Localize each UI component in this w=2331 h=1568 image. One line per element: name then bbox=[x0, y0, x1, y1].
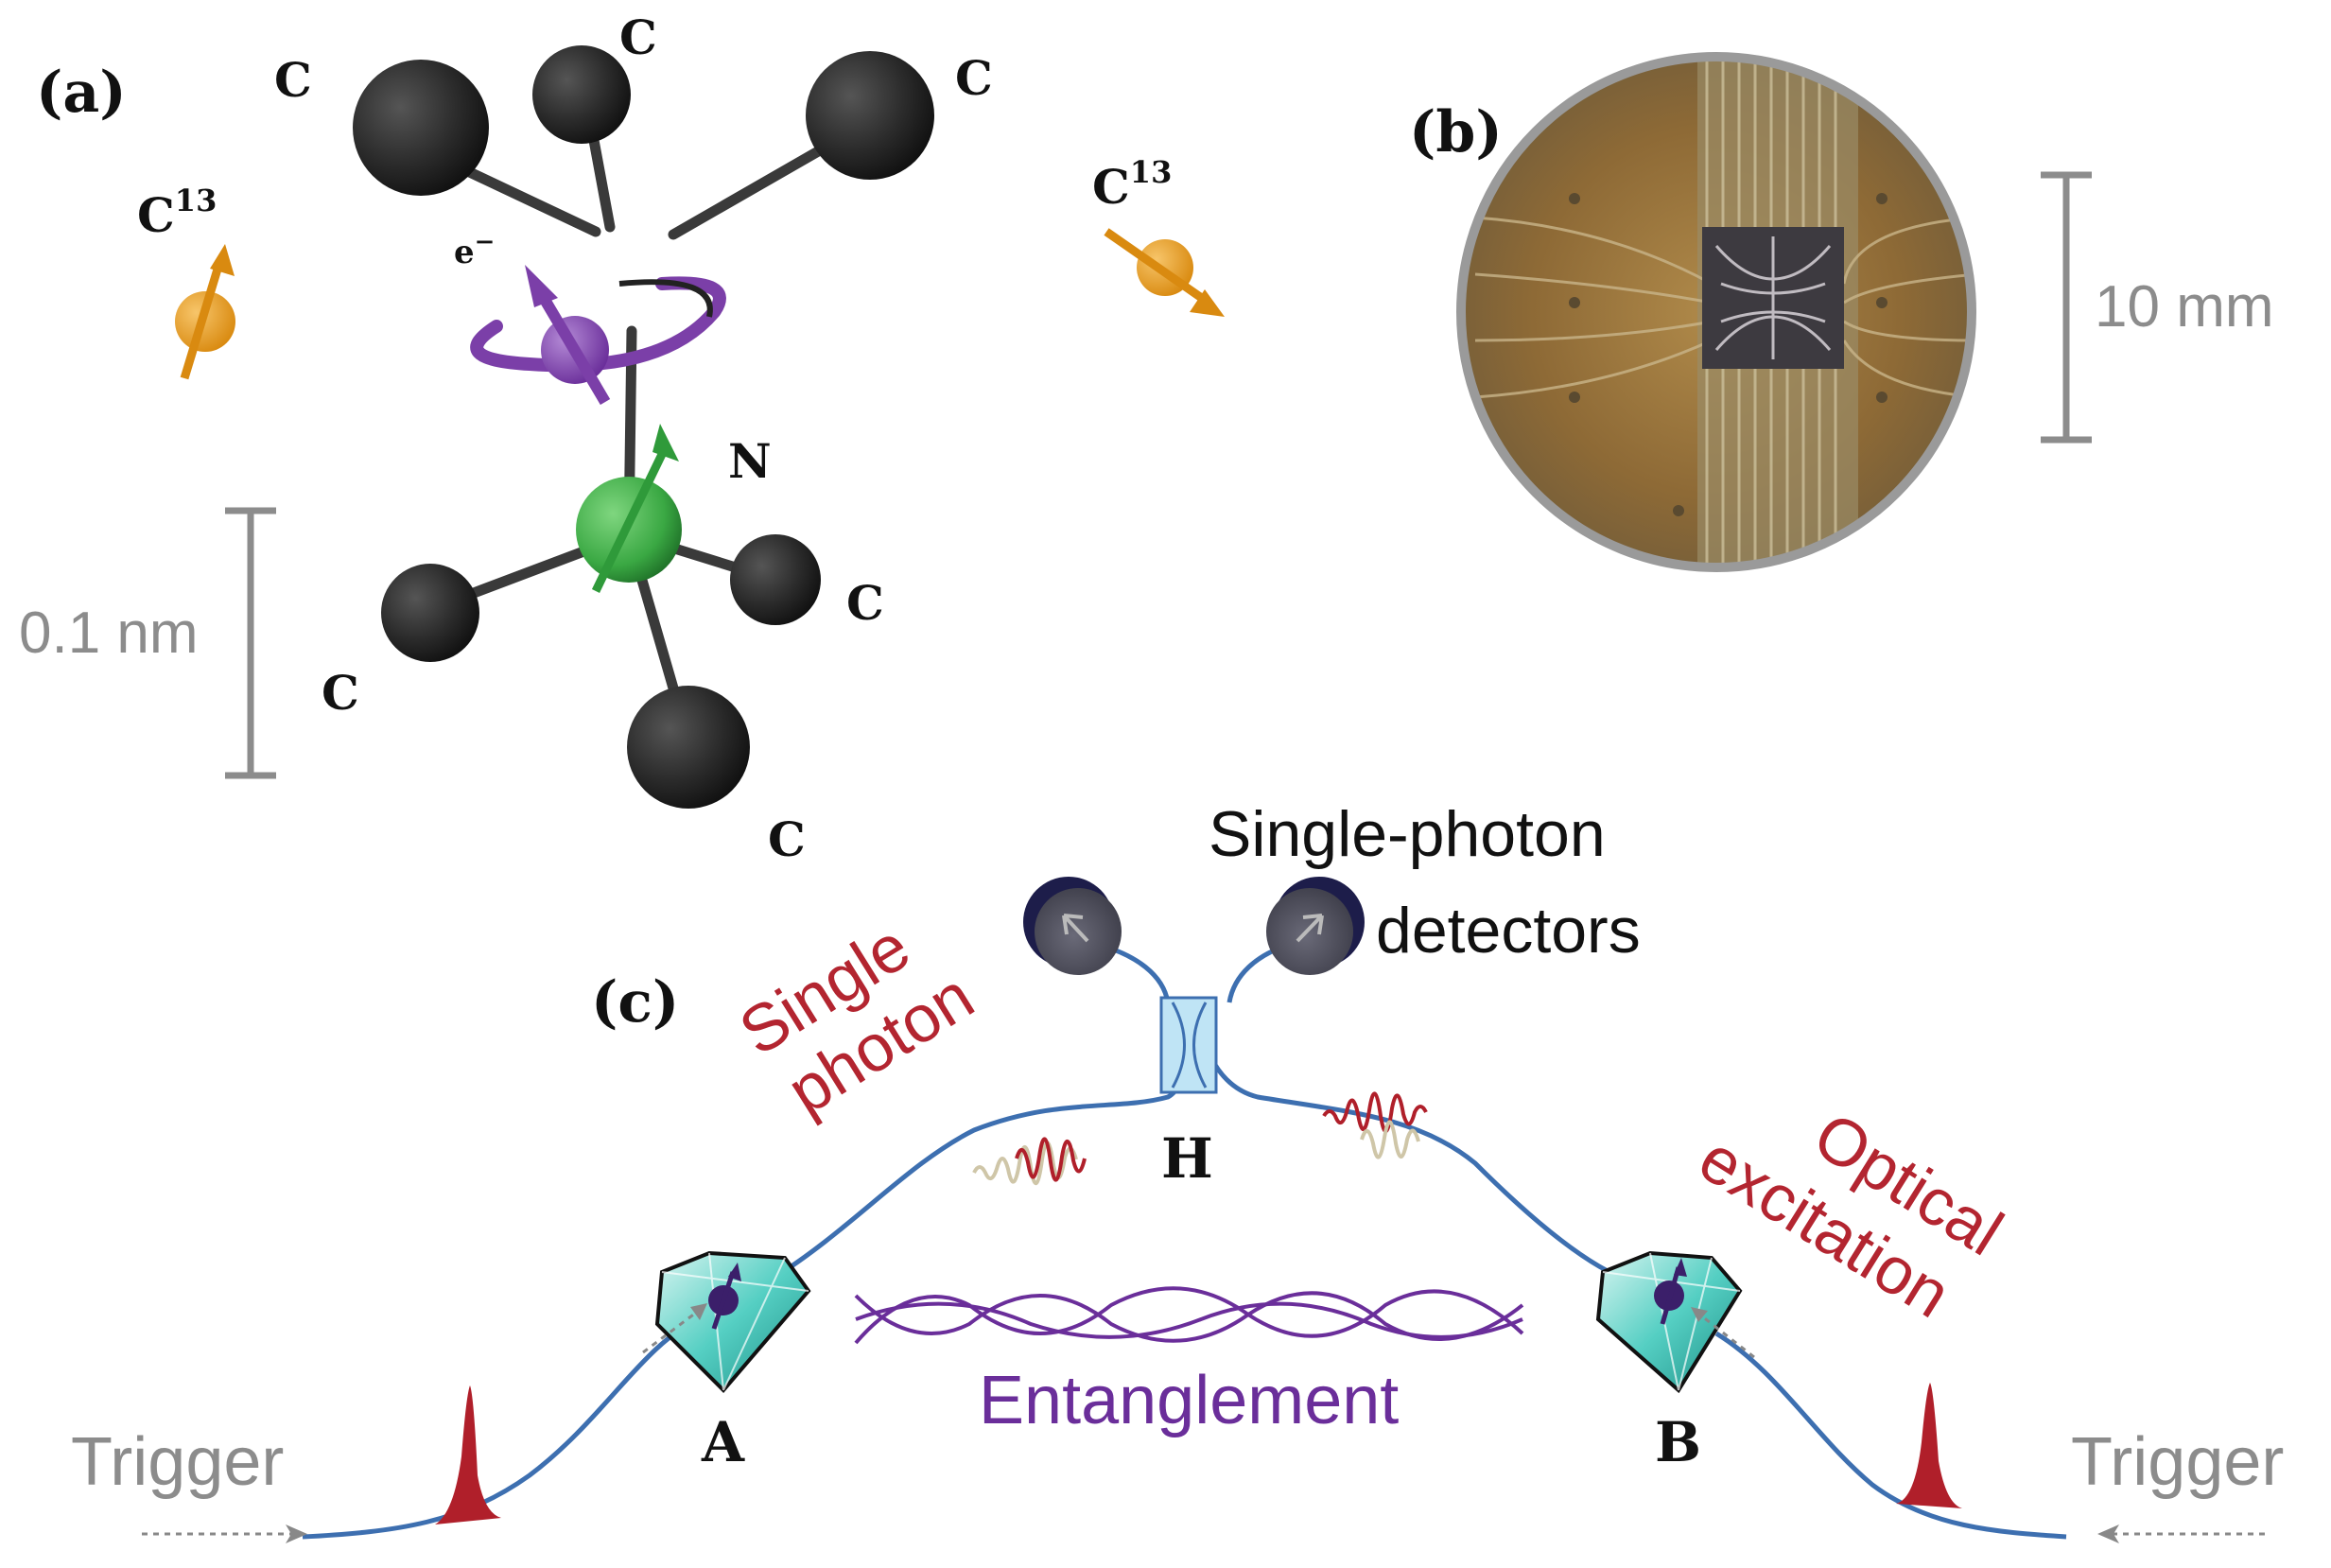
entanglement-label: Entanglement bbox=[979, 1363, 1399, 1438]
trigger-right-label: Trigger bbox=[2071, 1424, 2284, 1500]
trigger-left-arrow bbox=[142, 1524, 307, 1543]
c13-label-right: C13 bbox=[1092, 154, 1172, 215]
nitrogen-spin-arrow bbox=[591, 424, 679, 593]
precession-loop bbox=[470, 276, 726, 373]
photon-wavepacket-right-grey bbox=[1360, 1120, 1420, 1159]
carbon-label-left: C bbox=[322, 665, 359, 721]
precession-black bbox=[618, 279, 713, 318]
photon-wavepacket-right bbox=[1322, 1091, 1428, 1133]
scale-label-b: 10 mm bbox=[2095, 274, 2273, 340]
carbon-label-top-mid: C bbox=[619, 9, 657, 65]
nitrogen-label: N bbox=[728, 433, 772, 489]
scale-bar-b bbox=[2041, 171, 2092, 444]
photon-wavepacket-left-red bbox=[1015, 1137, 1087, 1182]
beamsplitter-couple bbox=[1171, 1002, 1208, 1089]
c13-spin-right-arrow bbox=[1104, 228, 1225, 317]
detectors-label-line2: detectors bbox=[1376, 895, 1641, 967]
bonds bbox=[410, 94, 857, 753]
entanglement-waves bbox=[854, 1286, 1524, 1345]
detector-right bbox=[1266, 877, 1365, 975]
electron-spin-arrow bbox=[525, 265, 611, 406]
carbon-label-top-right: C bbox=[955, 50, 993, 106]
carbon-atom-bottom bbox=[627, 686, 750, 809]
carbon-label-right: C bbox=[846, 575, 884, 631]
excitation-pulse-left bbox=[435, 1385, 501, 1524]
c13-label-left: C13 bbox=[137, 183, 217, 243]
panel-c: (c) H Single-photon detectors bbox=[71, 798, 2284, 1543]
chip-photo bbox=[1456, 52, 1976, 572]
fiber-right bbox=[1714, 1331, 2067, 1540]
panel-b: (b) bbox=[1409, 52, 2273, 572]
c13-spin-left-arrow bbox=[180, 244, 235, 380]
scale-bar-a bbox=[225, 507, 276, 779]
carbon-label-top-left: C bbox=[274, 52, 312, 108]
carbon-atom-top-right bbox=[806, 51, 934, 180]
excitation-pulse-right bbox=[1896, 1383, 1962, 1508]
carbon-atom-top-left bbox=[353, 60, 489, 196]
scale-label-a: 0.1 nm bbox=[19, 601, 199, 666]
panel-b-label: (b) bbox=[1409, 99, 1503, 166]
trigger-right-arrow bbox=[2097, 1524, 2265, 1543]
panel-a-label: (a) bbox=[36, 60, 127, 126]
carbon-label-bottom: C bbox=[768, 811, 806, 867]
beamsplitter-label: H bbox=[1161, 1126, 1213, 1191]
fiber-h-to-b bbox=[1193, 1002, 1632, 1284]
beamsplitter bbox=[1159, 996, 1218, 1094]
fiber-left bbox=[302, 1316, 701, 1540]
panel-a: (a) e− bbox=[19, 9, 1225, 867]
carbon-atom-left bbox=[381, 564, 479, 662]
electron-label: e− bbox=[454, 228, 495, 271]
panel-c-label: (c) bbox=[591, 969, 679, 1036]
diamond-node-a bbox=[642, 1250, 811, 1393]
carbon-atom-right bbox=[730, 534, 821, 625]
trigger-left-label: Trigger bbox=[71, 1424, 284, 1500]
detector-left bbox=[1023, 877, 1122, 975]
detectors-label-line1: Single-photon bbox=[1209, 798, 1606, 870]
node-a-label: A bbox=[701, 1410, 745, 1474]
diamond-node-b bbox=[1595, 1250, 1755, 1394]
single-photon-label: Single photon bbox=[727, 910, 986, 1129]
node-b-label: B bbox=[1655, 1410, 1701, 1474]
carbon-atom-top-mid bbox=[532, 45, 631, 144]
